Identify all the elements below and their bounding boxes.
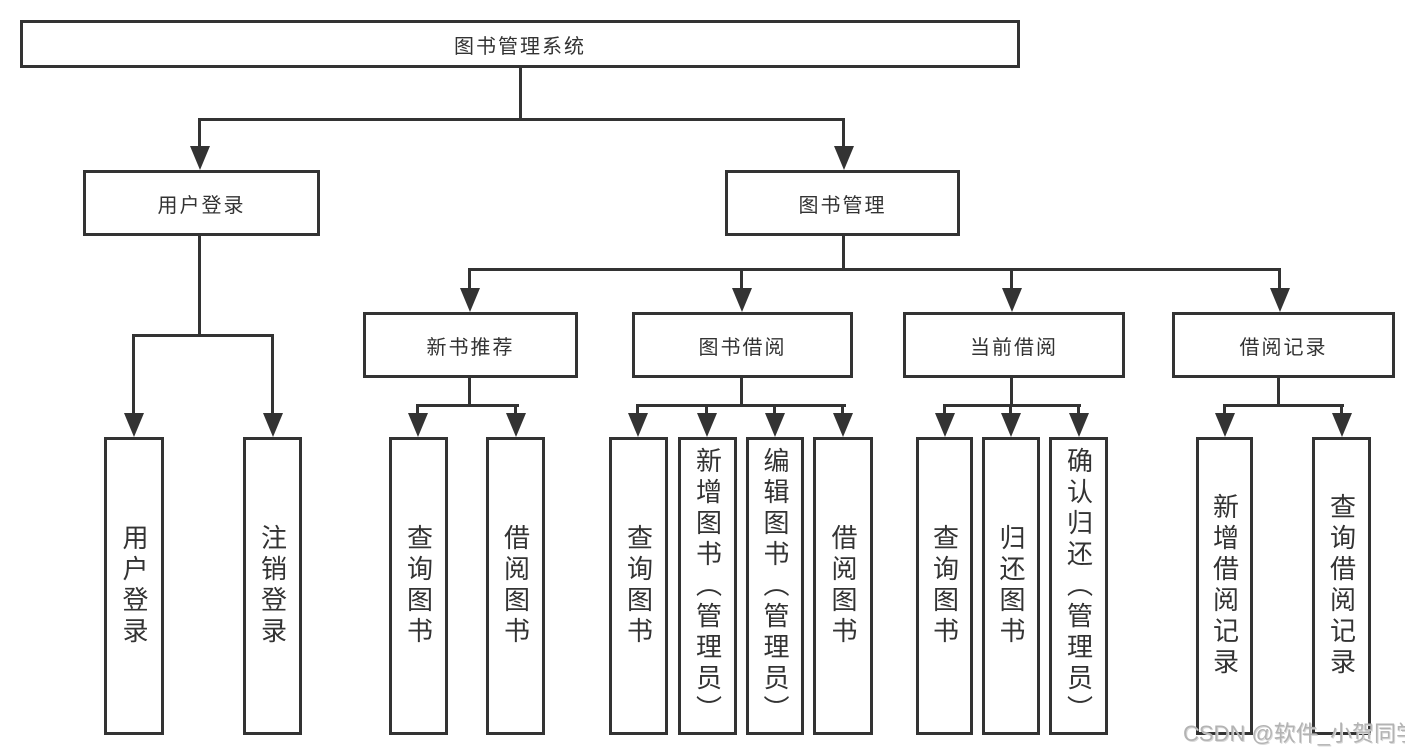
leaf-query-books-borrow: 查询图书: [609, 437, 668, 735]
connector-vline: [468, 378, 471, 404]
leaf-edit-books-admin: 编辑图书（管理员）: [746, 437, 804, 735]
leaf-borrow-books: 借阅图书: [813, 437, 873, 735]
leaf-add-books-admin: 新增图书（管理员）: [678, 437, 737, 735]
leaf-query-books-recommend: 查询图书: [389, 437, 448, 735]
connector-vline: [943, 404, 946, 413]
connector-hline: [943, 404, 1081, 407]
arrow-down-icon: [1002, 288, 1022, 312]
connector-vline: [468, 268, 471, 288]
leaf-add-borrow-record: 新增借阅记录: [1196, 437, 1253, 735]
leaf-add-books-admin-label: 新增图书（管理员）: [692, 446, 723, 726]
connector-hline: [468, 268, 1281, 271]
node-user-login-label: 用户登录: [157, 194, 246, 217]
leaf-logout-label: 注销登录: [257, 524, 288, 648]
connector-vline: [1010, 378, 1013, 404]
connector-vline: [842, 118, 845, 146]
leaf-confirm-return-admin-label: 确认归还（管理员）: [1063, 446, 1094, 726]
leaf-borrow-books-recommend: 借阅图书: [486, 437, 545, 735]
arrow-down-icon: [1069, 413, 1089, 437]
leaf-add-borrow-record-label: 新增借阅记录: [1209, 493, 1240, 679]
node-borrowing-records-label: 借阅记录: [1239, 336, 1328, 359]
connector-vline: [271, 334, 274, 413]
connector-hline: [416, 404, 519, 407]
arrow-down-icon: [1332, 413, 1352, 437]
node-new-book-recommendation-label: 新书推荐: [426, 336, 515, 359]
leaf-query-books-borrow-label: 查询图书: [623, 524, 654, 648]
connector-vline: [1009, 404, 1012, 413]
leaf-query-books-current: 查询图书: [916, 437, 973, 735]
leaf-borrow-books-recommend-label: 借阅图书: [500, 524, 531, 648]
node-root-label: 图书管理系统: [454, 35, 586, 58]
node-root: 图书管理系统: [20, 20, 1020, 68]
arrow-down-icon: [460, 288, 480, 312]
node-current-borrowing: 当前借阅: [903, 312, 1125, 378]
connector-vline: [740, 378, 743, 404]
connector-vline: [740, 268, 743, 288]
node-new-book-recommendation: 新书推荐: [363, 312, 578, 378]
leaf-borrow-books-label: 借阅图书: [828, 524, 858, 648]
leaf-query-borrow-record: 查询借阅记录: [1312, 437, 1371, 735]
arrow-down-icon: [765, 413, 785, 437]
connector-hline: [132, 334, 274, 337]
connector-vline: [198, 236, 201, 334]
arrow-down-icon: [408, 413, 428, 437]
node-book-management-label: 图书管理: [798, 194, 887, 217]
connector-vline: [1278, 268, 1281, 288]
arrow-down-icon: [1215, 413, 1235, 437]
connector-vline: [773, 404, 776, 413]
connector-vline: [1277, 378, 1280, 404]
arrow-down-icon: [1001, 413, 1021, 437]
connector-vline: [1077, 404, 1080, 413]
node-book-management: 图书管理: [725, 170, 960, 236]
connector-vline: [416, 404, 419, 413]
watermark: CSDN @软件_小贺同学: [1183, 721, 1405, 746]
leaf-logout: 注销登录: [243, 437, 302, 735]
leaf-user-login-label: 用户登录: [119, 524, 149, 648]
arrow-down-icon: [190, 146, 210, 170]
node-user-login: 用户登录: [83, 170, 320, 236]
arrow-down-icon: [833, 413, 853, 437]
leaf-confirm-return-admin: 确认归还（管理员）: [1049, 437, 1108, 735]
connector-hline: [198, 118, 845, 121]
connector-vline: [842, 236, 845, 268]
arrow-down-icon: [1270, 288, 1290, 312]
connector-vline: [1223, 404, 1226, 413]
arrow-down-icon: [628, 413, 648, 437]
node-book-borrowing-label: 图书借阅: [698, 336, 787, 359]
arrow-down-icon: [935, 413, 955, 437]
leaf-edit-books-admin-label: 编辑图书（管理员）: [760, 446, 790, 726]
leaf-return-books: 归还图书: [982, 437, 1040, 735]
connector-vline: [1340, 404, 1343, 413]
connector-hline: [1223, 404, 1344, 407]
leaf-query-books-recommend-label: 查询图书: [403, 524, 434, 648]
arrow-down-icon: [124, 413, 144, 437]
arrow-down-icon: [834, 146, 854, 170]
connector-vline: [198, 118, 201, 146]
leaf-user-login: 用户登录: [104, 437, 164, 735]
connector-vline: [705, 404, 708, 413]
connector-vline: [1010, 268, 1013, 288]
leaf-query-borrow-record-label: 查询借阅记录: [1326, 493, 1357, 679]
node-current-borrowing-label: 当前借阅: [970, 336, 1058, 359]
arrow-down-icon: [506, 413, 526, 437]
connector-vline: [519, 68, 522, 118]
connector-hline: [636, 404, 846, 407]
arrow-down-icon: [697, 413, 717, 437]
connector-vline: [841, 404, 844, 413]
connector-vline: [636, 404, 639, 413]
node-book-borrowing: 图书借阅: [632, 312, 853, 378]
leaf-query-books-current-label: 查询图书: [929, 524, 960, 648]
connector-vline: [514, 404, 517, 413]
arrow-down-icon: [732, 288, 752, 312]
node-borrowing-records: 借阅记录: [1172, 312, 1395, 378]
connector-vline: [132, 334, 135, 413]
arrow-down-icon: [263, 413, 283, 437]
leaf-return-books-label: 归还图书: [996, 524, 1026, 648]
